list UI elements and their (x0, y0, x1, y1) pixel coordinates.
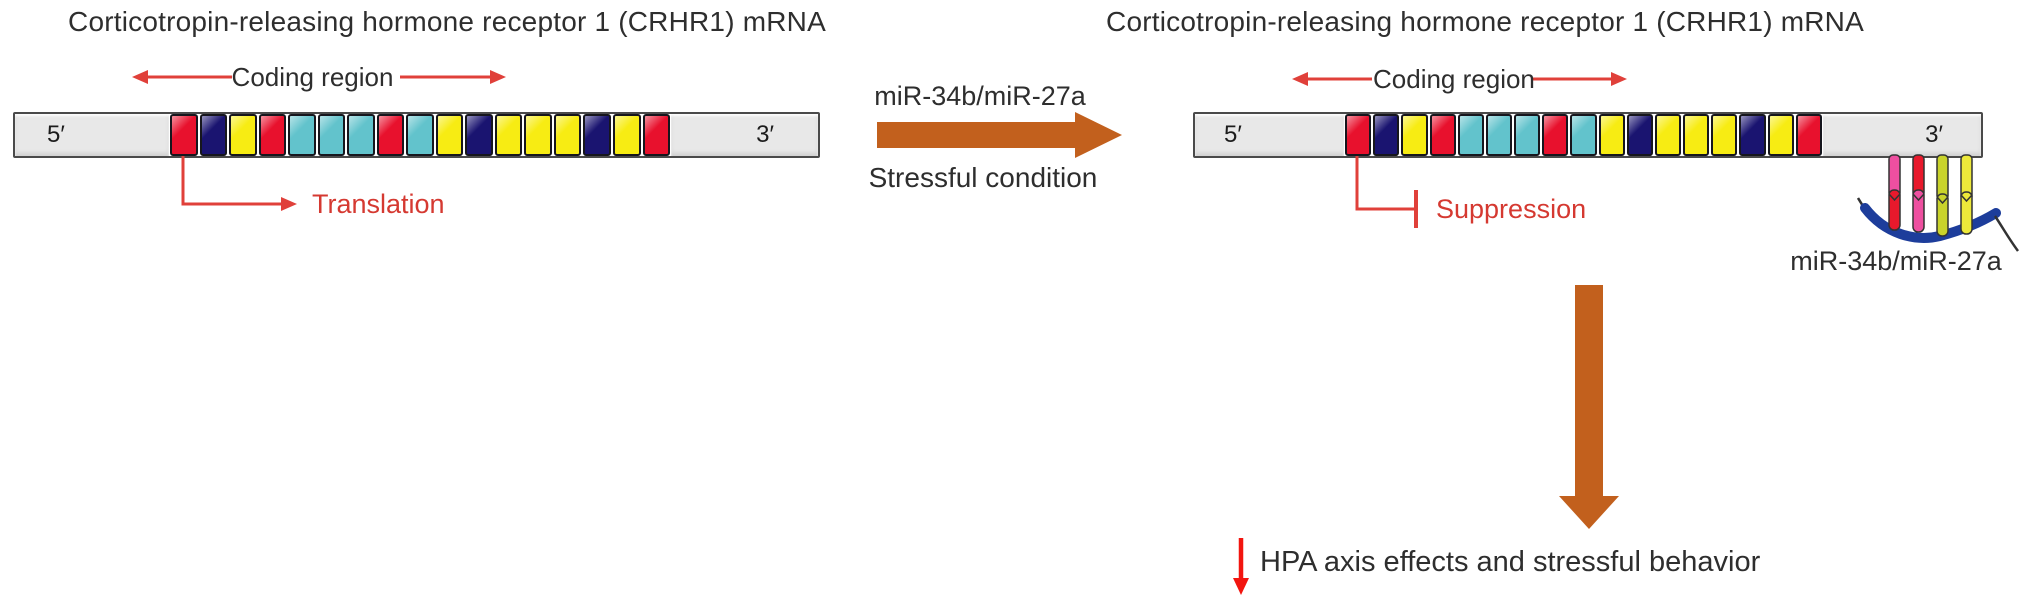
exon-block-yellow (553, 114, 582, 156)
transition-mirna-label: miR-34b/miR-27a (874, 81, 1086, 111)
coding-region-label-left: Coding region (231, 62, 394, 92)
five-prime-label: 5′ (47, 121, 65, 148)
exon-block-red (1795, 114, 1822, 156)
exon-block-navy (465, 114, 493, 156)
outcome-label: HPA axis effects and stressful behavior (1260, 546, 1761, 578)
exon-block-navy (1626, 114, 1653, 156)
exon-block-red (1429, 114, 1456, 156)
suppression-inhibition-icon (1345, 156, 1430, 236)
exon-block-cyan (1514, 114, 1541, 156)
coding-region-double-arrow-icon-left (130, 62, 520, 92)
stressful-condition-label: Stressful condition (868, 162, 1098, 193)
exon-block-yellow (1401, 114, 1428, 156)
exon-block-yellow (494, 114, 523, 156)
right-coding-blocks (1344, 114, 1823, 156)
exon-block-cyan (288, 114, 316, 156)
left-coding-blocks (169, 114, 671, 156)
left-mrna-bar: 5′ 3′ (13, 112, 820, 158)
exon-block-yellow (1654, 114, 1682, 156)
exon-block-red (258, 114, 287, 156)
exon-block-yellow (612, 114, 641, 156)
translation-label: Translation (312, 189, 445, 219)
exon-block-red (1542, 114, 1569, 156)
exon-block-red (376, 114, 405, 156)
exon-block-navy (583, 114, 611, 156)
exon-block-cyan (317, 114, 346, 156)
exon-block-red (170, 114, 198, 156)
mirna-binding-complex-icon (1855, 150, 2025, 262)
three-prime-label: 3′ (756, 121, 774, 148)
exon-block-red (1345, 114, 1372, 156)
right-mrna-title: Corticotropin-releasing hormone receptor… (1106, 6, 1864, 37)
decrease-red-arrow-icon (1228, 535, 1254, 599)
five-prime-label: 5′ (1224, 121, 1242, 148)
exon-block-yellow (1711, 114, 1738, 156)
left-three-prime-utr: 3′ (671, 114, 818, 156)
right-mrna-bar: 5′ 3′ (1193, 112, 1983, 158)
exon-block-cyan (1485, 114, 1513, 156)
suppression-label: Suppression (1436, 194, 1587, 224)
exon-block-yellow (1683, 114, 1710, 156)
exon-block-navy (1739, 114, 1766, 156)
exon-block-yellow (1767, 114, 1794, 156)
exon-block-yellow (1598, 114, 1625, 156)
bound-mirna-label: miR-34b/miR-27a (1790, 246, 2002, 276)
right-three-prime-utr: 3′ (1823, 114, 1981, 156)
exon-block-cyan (406, 114, 434, 156)
exon-block-cyan (1457, 114, 1484, 156)
stress-transition-arrow-icon (870, 105, 1130, 165)
three-prime-label: 3′ (1925, 121, 1943, 148)
exon-block-cyan (1570, 114, 1597, 156)
coding-region-double-arrow-icon-right (1282, 64, 1637, 94)
left-five-prime-utr: 5′ (15, 114, 169, 156)
exon-block-navy (1373, 114, 1400, 156)
translation-arrow-icon (170, 156, 310, 216)
exon-block-cyan (347, 114, 375, 156)
coding-region-label-right: Coding region (1373, 64, 1535, 94)
exon-block-navy (199, 114, 228, 156)
exon-block-yellow (229, 114, 257, 156)
exon-block-red (642, 114, 671, 156)
exon-block-yellow (435, 114, 464, 156)
consequence-down-arrow-icon (1550, 280, 1630, 535)
right-five-prime-utr: 5′ (1195, 114, 1344, 156)
exon-block-yellow (524, 114, 552, 156)
left-mrna-title: Corticotropin-releasing hormone receptor… (68, 6, 826, 37)
